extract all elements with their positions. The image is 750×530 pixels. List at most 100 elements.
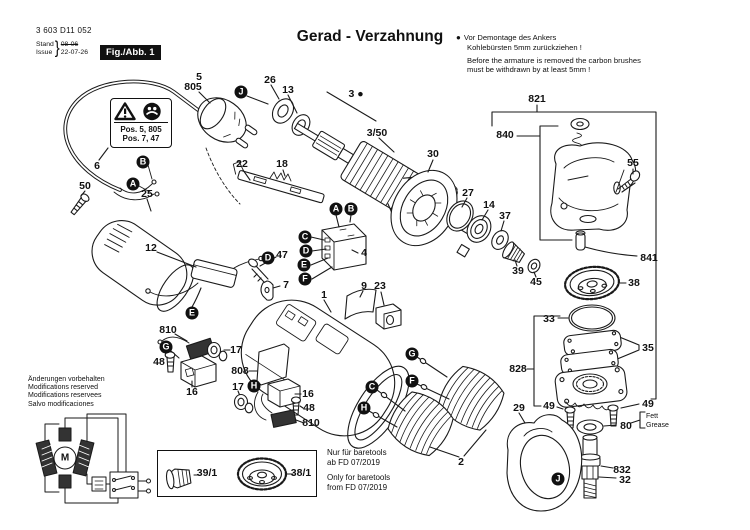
part-label-17-42: 17 (230, 344, 242, 356)
part-label-810-39: 810 (159, 324, 177, 336)
baretools-parts-box (157, 450, 317, 497)
balloon-H-16: H (357, 401, 371, 415)
balloon-F-8: F (298, 272, 312, 286)
baretools-de-1: Nur für baretools (327, 448, 387, 457)
baretools-en-2: from FD 07/2019 (327, 483, 388, 492)
warning-icons (114, 102, 161, 121)
part-label-50-6: 50 (79, 180, 91, 192)
issue-label: Issue (36, 49, 53, 56)
stand-label: Stand (36, 41, 54, 48)
part-label-391-48: 39/1 (196, 467, 218, 479)
grease-en: Grease (646, 422, 669, 429)
part-label-39-15: 39 (512, 265, 524, 277)
date-new: 22-07-26 (60, 49, 88, 56)
part-label-350-5: 3/50 (366, 127, 388, 139)
part-label-828-24: 828 (509, 363, 527, 375)
note-de-line2: Kohlebürsten 5mm zurückziehen ! (467, 42, 582, 52)
part-label-2-38: 2 (458, 456, 464, 468)
note-en-line2: must be withdrawn by at least 5mm ! (467, 65, 591, 75)
brace-glyph: } (54, 38, 60, 59)
balloon-J-17: J (551, 472, 565, 486)
balloon-G-13: G (405, 347, 419, 361)
warning-pos-line2: Pos. 7, 47 (122, 134, 160, 143)
part-label-30-11: 30 (427, 148, 439, 160)
part-label-27-12: 27 (462, 187, 474, 199)
part-label-25-7: 25 (141, 188, 153, 200)
part-label-16-41: 16 (186, 386, 198, 398)
part-label-49-26: 49 (642, 398, 654, 410)
warning-pos-line1: Pos. 5, 805 (120, 125, 162, 134)
balloon-G-11: G (159, 340, 173, 354)
balloon-C-5: C (298, 230, 312, 244)
part-label-5-0: 5 (196, 71, 202, 83)
schematic-motor-label: M (60, 452, 70, 464)
grease-note: Fett Grease (646, 412, 669, 430)
part-label-841-20: 841 (640, 252, 658, 264)
balloon-E-10: E (185, 306, 199, 320)
mods-line-2: Modifications reserved (28, 384, 99, 392)
mods-line-1: Änderungen vorbehalten (28, 376, 105, 383)
part-label-832-29: 832 (613, 464, 631, 476)
figure-label-box: Fig./Abb. 1 (100, 45, 161, 60)
balloon-A-2: A (126, 177, 140, 191)
balloon-J-0: J (234, 85, 248, 99)
balloon-B-1: B (136, 155, 150, 169)
part-label-805-1: 805 (184, 81, 202, 93)
part-label-16-45: 16 (302, 388, 314, 400)
mods-line-3: Modifications reservees (28, 392, 102, 400)
balloon-D-6: D (299, 244, 313, 258)
part-label-3-4: 3 ● (348, 88, 364, 100)
part-label-381-49: 38/1 (290, 467, 312, 479)
part-label-80-28: 80 (620, 420, 632, 432)
part-label-32-30: 32 (619, 474, 631, 486)
part-label-18-10: 18 (276, 158, 288, 170)
part-label-840-18: 840 (496, 129, 514, 141)
baretools-en-1: Only for baretools (327, 473, 391, 482)
armature-note: ● Vor Demontage des Ankers Kohlebürsten … (456, 33, 641, 75)
page-title: Gerad - Verzahnung (296, 28, 444, 45)
balloon-F-14: F (405, 374, 419, 388)
part-label-4-34: 4 (361, 247, 367, 259)
part-label-7-33: 7 (283, 279, 289, 291)
part-label-23-37: 23 (374, 280, 386, 292)
part-label-26-2: 26 (264, 74, 276, 86)
document-part-number: 3 603 D11 052 (36, 26, 92, 35)
bullet-icon: ● (456, 33, 461, 42)
part-label-45-16: 45 (530, 276, 542, 288)
part-label-808-43: 808 (231, 365, 249, 377)
baretools-de-2: ab FD 07/2019 (327, 458, 380, 467)
part-label-37-14: 37 (499, 210, 511, 222)
balloon-D-9: D (261, 251, 275, 265)
warning-label-box: Pos. 5, 805 Pos. 7, 47 (110, 98, 172, 148)
balloon-H-12: H (247, 379, 261, 393)
part-label-810-47: 810 (302, 417, 320, 429)
part-label-6-8: 6 (94, 160, 100, 172)
part-label-29-27: 29 (513, 402, 525, 414)
balloon-A-3: A (329, 202, 343, 216)
note-de-line1: Vor Demontage des Ankers (463, 33, 557, 42)
part-label-48-40: 48 (153, 356, 165, 368)
part-label-22-9: 22 (236, 158, 248, 170)
mods-line-4: Salvo modificaciones (28, 400, 94, 408)
part-label-49-25: 49 (543, 400, 555, 412)
part-label-38-21: 38 (628, 277, 640, 289)
modifications-note: Änderungen vorbehalten Modifications res… (28, 376, 105, 409)
part-label-33-22: 33 (543, 313, 555, 325)
part-label-14-13: 14 (483, 199, 495, 211)
part-label-48-46: 48 (303, 402, 315, 414)
part-label-17-44: 17 (232, 381, 244, 393)
baretools-note: Nur für baretools ab FD 07/2019 Only for… (327, 448, 390, 493)
grease-de: Fett (646, 413, 659, 420)
part-label-35-23: 35 (642, 342, 654, 354)
part-label-13-3: 13 (282, 84, 294, 96)
part-label-47-32: 47 (276, 249, 288, 261)
stand-issue-block: Stand Issue } 08-06 22-07-26 (36, 38, 88, 59)
note-en-line1: Before the armature is removed the carbo… (467, 55, 641, 65)
part-label-1-35: 1 (321, 289, 327, 301)
part-label-821-17: 821 (528, 93, 546, 105)
part-label-55-19: 55 (627, 157, 639, 169)
balloon-E-7: E (297, 258, 311, 272)
balloon-B-4: B (344, 202, 358, 216)
